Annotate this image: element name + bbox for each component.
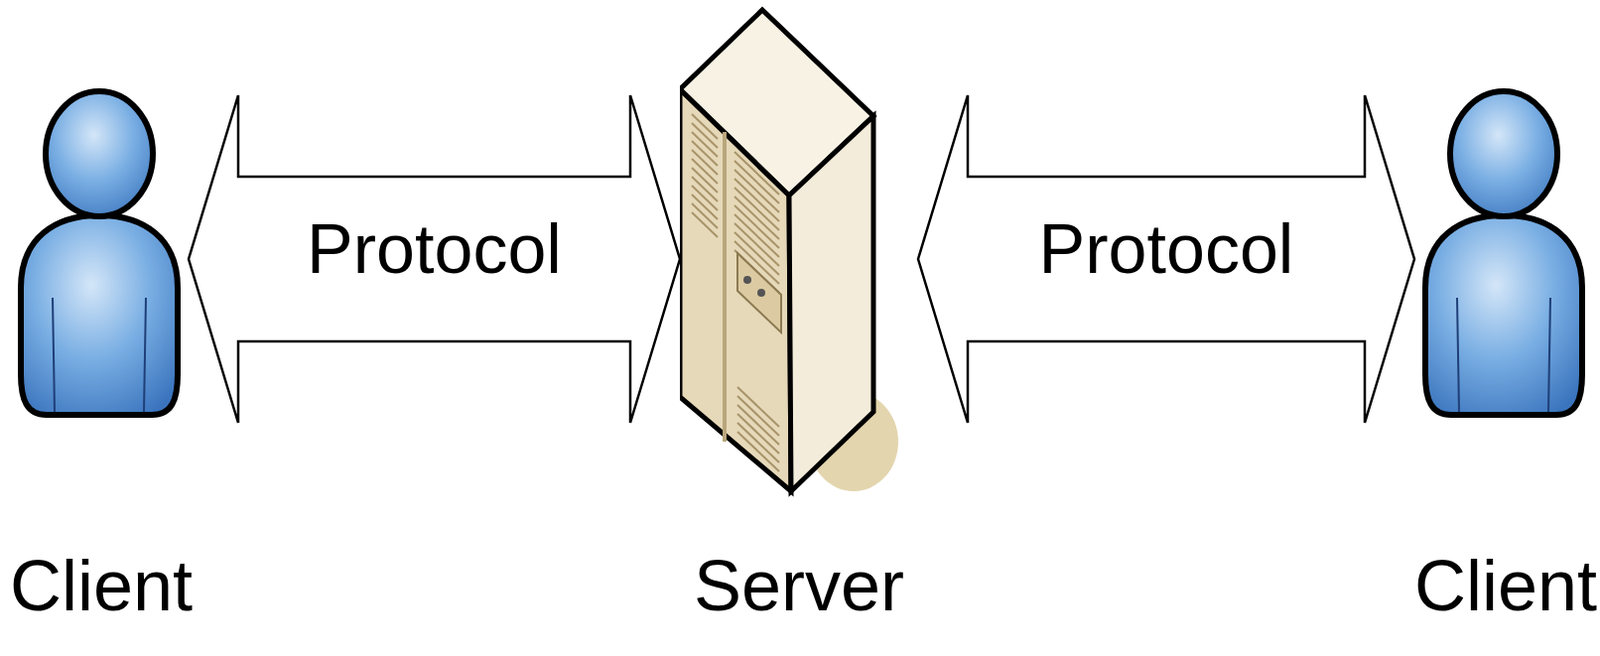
edge-label: Protocol xyxy=(1033,209,1301,289)
door-seam xyxy=(722,132,727,442)
person-icon xyxy=(1425,91,1583,415)
person-head xyxy=(1450,91,1558,217)
node-label: Client xyxy=(1414,545,1594,626)
node-label: Server xyxy=(679,545,919,626)
server-front xyxy=(679,89,792,492)
person-illustration xyxy=(1414,84,1594,422)
server-side xyxy=(789,116,874,492)
server-illustration xyxy=(679,4,919,502)
edge-label: Protocol xyxy=(300,209,568,289)
drive-panel xyxy=(737,253,782,333)
person-icon xyxy=(20,91,178,415)
person-illustration xyxy=(9,84,189,422)
person-body xyxy=(1425,215,1583,415)
server-node: Server xyxy=(679,4,919,626)
block-arrow xyxy=(918,95,1415,423)
person-body xyxy=(20,215,178,415)
block-arrow xyxy=(188,95,680,423)
arm-line xyxy=(52,297,146,412)
client-node: Client xyxy=(9,84,189,626)
arm-line xyxy=(1457,297,1551,412)
node-label: Client xyxy=(9,545,189,626)
server-icon xyxy=(679,9,899,492)
person-head xyxy=(45,91,153,217)
client-node: Client xyxy=(1414,84,1594,626)
